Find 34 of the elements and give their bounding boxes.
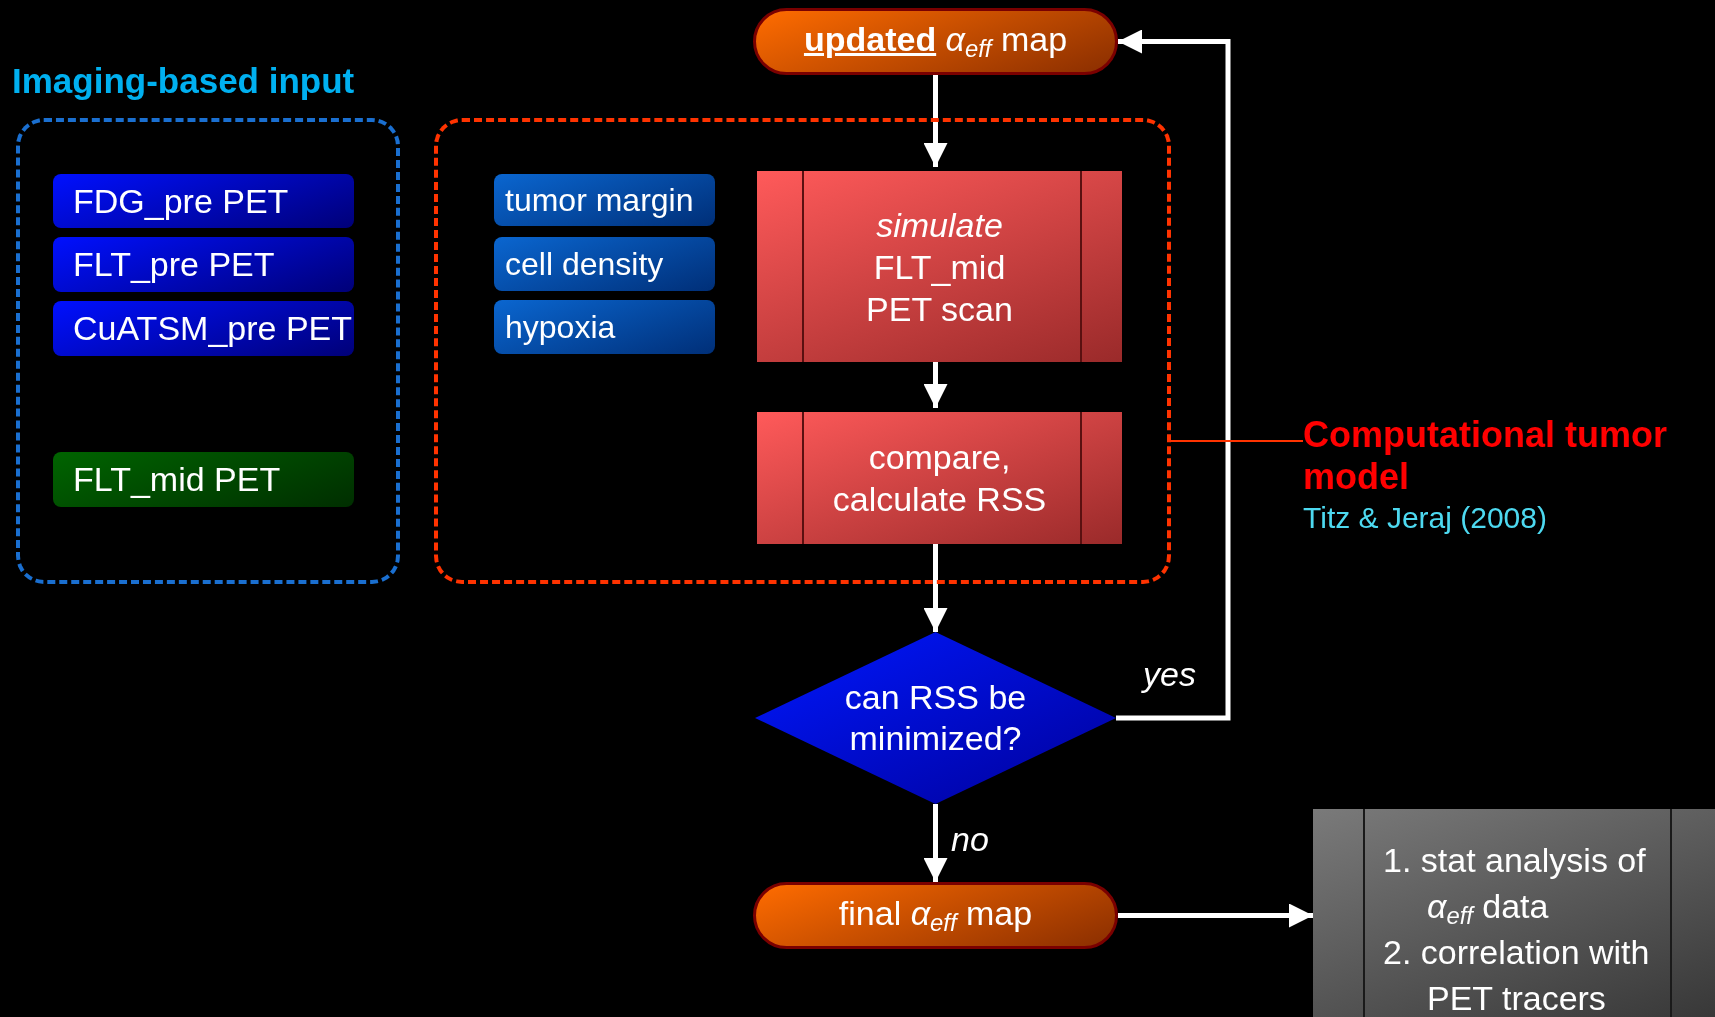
arrow	[1116, 29, 1231, 721]
box-label: CuATSM_pre PET	[73, 308, 352, 349]
leader-line	[1170, 440, 1304, 442]
arrow	[923, 804, 948, 882]
model-group-frame	[434, 118, 1171, 584]
parameter-box	[494, 174, 715, 226]
box-label: cell density	[505, 244, 664, 284]
box-label: simulate FLT_mid PET scan	[865, 204, 1014, 330]
group-heading: Imaging-based input	[12, 60, 355, 102]
box-label: final α$_{eff}$ map	[838, 893, 1033, 938]
box-label: FDG_pre PET	[73, 180, 289, 222]
input-box	[53, 301, 354, 356]
box-label: FLT_mid PET	[73, 459, 281, 500]
parameter-box	[494, 237, 715, 291]
model-title: Computational tumor model	[1303, 414, 1668, 498]
process-box	[757, 171, 1122, 362]
citation: Titz & Jeraj (2008)	[1303, 500, 1548, 536]
box-label: tumor margin	[505, 180, 694, 220]
box-label: updated α$_{eff}$ map	[803, 19, 1068, 64]
list-item: 1. stat analysis of α$_{eff}$ data	[1383, 840, 1647, 931]
parameter-box	[494, 300, 715, 354]
arrow	[1118, 903, 1313, 928]
decision-diamond	[755, 632, 1116, 804]
process-box	[757, 412, 1122, 544]
box-label: FLT_pre PET	[73, 244, 275, 285]
box-label: compare, calculate RSS	[831, 437, 1048, 520]
list-item: 2. correlation with PET tracers	[1383, 932, 1651, 1017]
box-label: hypoxia	[505, 307, 616, 347]
input-box	[53, 237, 354, 292]
box-label: can RSS be minimized?	[843, 677, 1028, 759]
arrow	[923, 75, 948, 167]
input-box	[53, 452, 354, 507]
result-box	[1313, 809, 1715, 1017]
input-box	[53, 174, 354, 228]
